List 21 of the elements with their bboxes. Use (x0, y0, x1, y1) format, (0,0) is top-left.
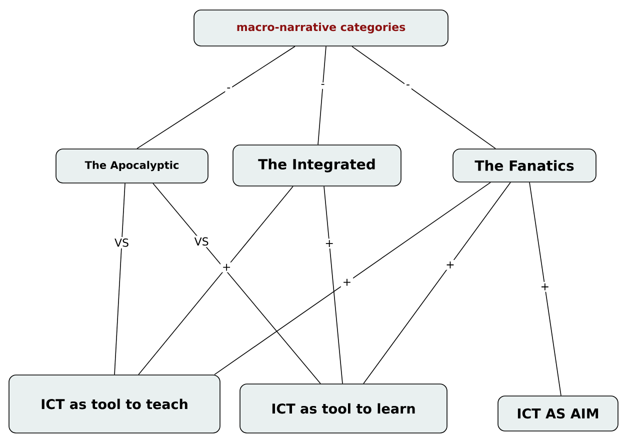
concept-box: ICT as tool to teach (8, 374, 220, 434)
connector-line (138, 186, 294, 375)
concept-box: The Apocalyptic (56, 148, 208, 184)
connector-line (152, 182, 321, 384)
connector-line (214, 182, 491, 375)
concept-box: The Fanatics (452, 148, 596, 182)
connector-line (114, 182, 126, 375)
concept-box: ICT as tool to learn (240, 384, 448, 434)
connector-line (324, 186, 343, 384)
connector-line (318, 46, 326, 145)
connector-line (136, 46, 296, 149)
edge-label: VS (113, 237, 130, 248)
concept-box: The Integrated (232, 144, 402, 186)
connector-line (529, 182, 562, 396)
edge-label: + (323, 238, 336, 249)
concept-box: macro-narrative categories (194, 10, 448, 46)
edge-label: - (225, 86, 232, 93)
edge-label: + (444, 260, 456, 270)
concept-box: ICT AS AIM (498, 396, 618, 432)
connector-line (352, 46, 496, 149)
connector-line (363, 182, 511, 384)
